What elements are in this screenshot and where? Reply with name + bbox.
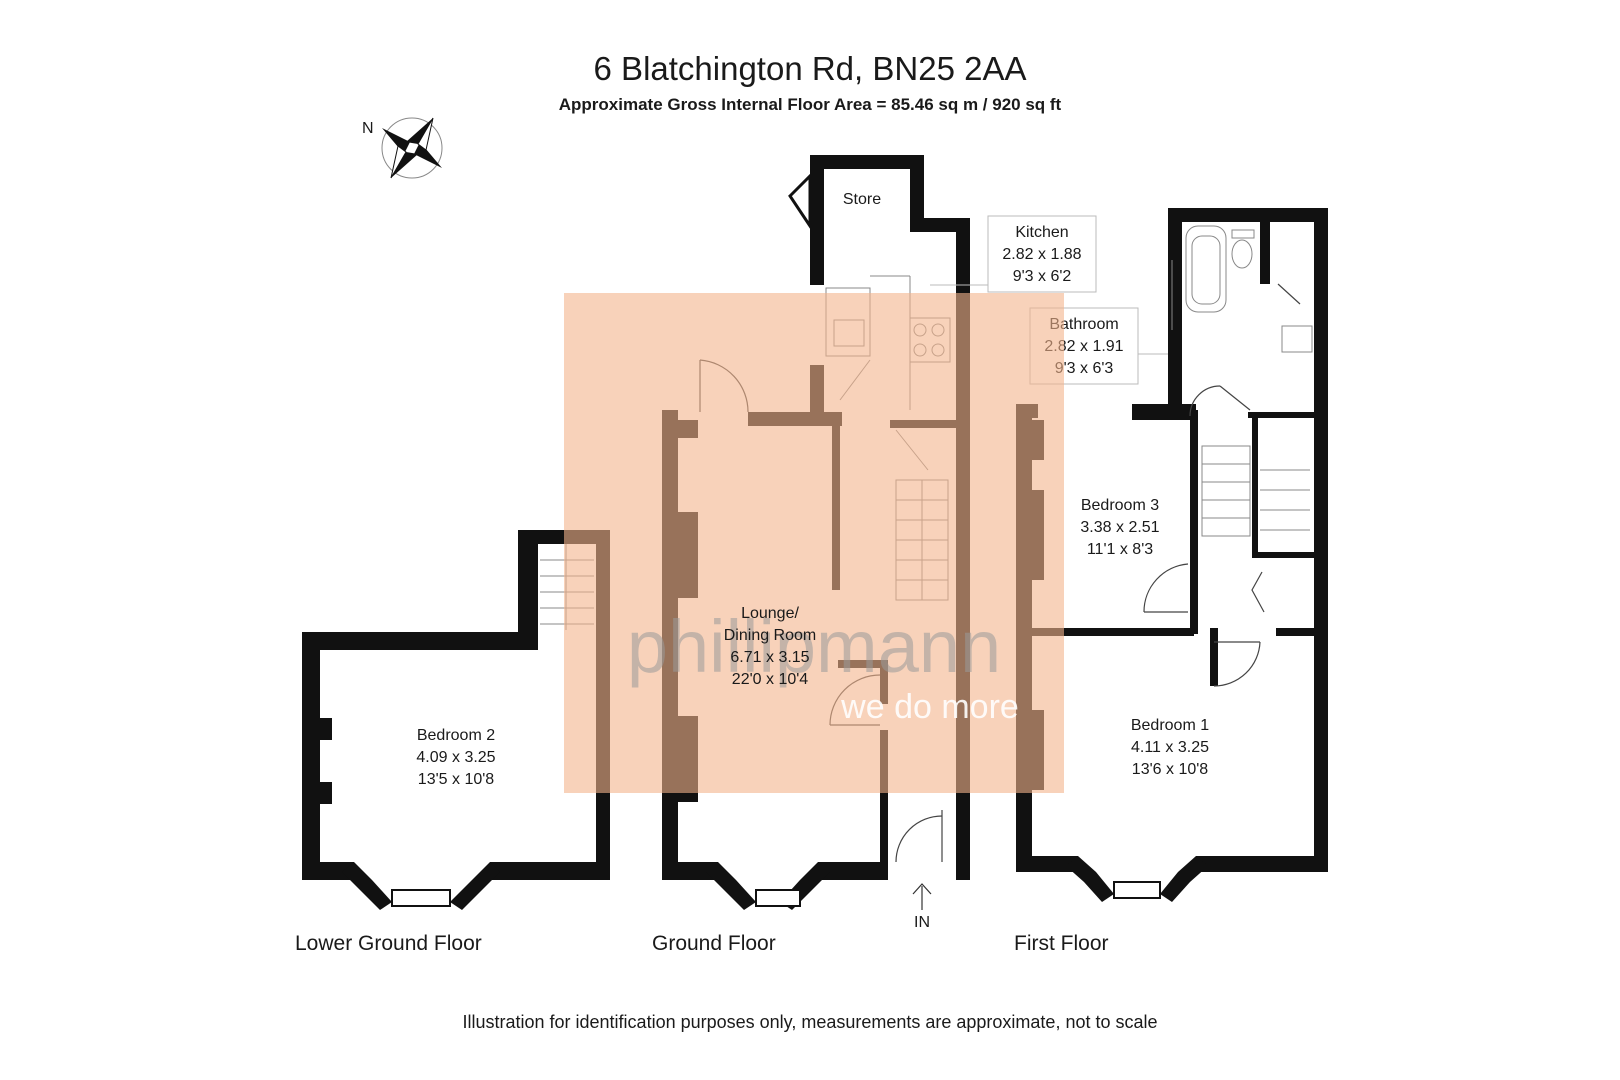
bathroom-imperial: 9'3 x 6'3 [1055,360,1114,377]
entrance-label: IN [914,914,930,931]
watermark: phillipmann we do more [564,293,1064,793]
kitchen-imperial: 9'3 x 6'2 [1013,268,1072,285]
bedroom2-metric: 4.09 x 3.25 [416,749,495,766]
kitchen-label-box [930,215,1097,293]
lounge-imperial: 22'0 x 10'4 [732,671,808,688]
bedroom1-name: Bedroom 1 [1131,717,1209,734]
page-title: 6 Blatchington Rd, BN25 2AA [593,50,1027,87]
first-floor-stairs [1201,445,1310,537]
bedroom3-imperial: 11'1 x 8'3 [1087,541,1153,558]
compass-icon [381,117,443,179]
bedroom1-imperial: 13'6 x 10'8 [1132,761,1208,778]
kitchen-metric: 2.82 x 1.88 [1002,246,1081,263]
entrance-arrow-icon [912,883,932,910]
bedroom2-name: Bedroom 2 [417,727,495,744]
watermark-brand: phillipmann [627,605,1001,688]
bedroom2-imperial: 13'5 x 10'8 [418,771,494,788]
store-label: Store [843,191,881,208]
compass-label: N [362,120,374,137]
lower-ground-floor-plan [302,530,610,910]
floor-label-ground: Ground Floor [652,932,776,955]
floor-label-lower-ground: Lower Ground Floor [295,932,482,955]
bedroom1-metric: 4.11 x 3.25 [1131,739,1209,756]
first-floor-doors [1143,283,1301,687]
bathroom-fittings [1171,225,1313,353]
watermark-tagline: we do more [840,688,1019,726]
floor-area-summary: Approximate Gross Internal Floor Area = … [558,95,1062,114]
lounge-name-1: Lounge/ [741,605,799,622]
bedroom3-name: Bedroom 3 [1081,497,1159,514]
watermark-square [564,293,1064,793]
bathroom-metric: 2.82 x 1.91 [1044,338,1123,355]
bedroom3-metric: 3.38 x 2.51 [1080,519,1159,536]
disclaimer: Illustration for identification purposes… [462,1012,1158,1032]
kitchen-name: Kitchen [1015,224,1068,241]
floor-label-first: First Floor [1014,932,1109,955]
lounge-metric: 6.71 x 3.15 [730,649,809,666]
lounge-name-2: Dining Room [724,627,816,644]
bathroom-name: Bathroom [1049,316,1118,333]
